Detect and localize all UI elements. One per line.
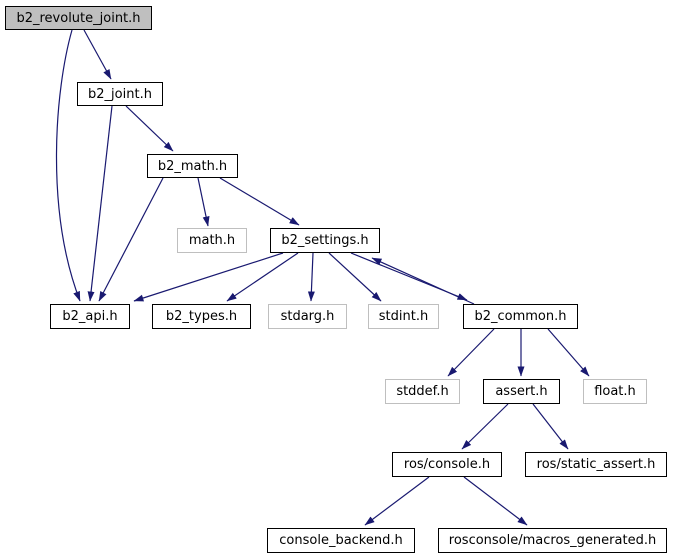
node-ros-console-h[interactable]: ros/console.h — [392, 452, 502, 477]
node-math-h: math.h — [177, 228, 247, 253]
edge-b2_revolute_joint-to-b2_joint — [83, 29, 112, 80]
edge-ros_console-to-console_backend — [364, 476, 430, 526]
node-stdarg-h: stdarg.h — [268, 304, 347, 329]
node-stdint-h: stdint.h — [368, 304, 439, 329]
node-b2-common-h[interactable]: b2_common.h — [463, 304, 578, 329]
edge-b2_revolute_joint-to-b2_api — [55, 29, 81, 302]
edge-ros_console-to-rosconsole_macros — [463, 476, 528, 526]
node-ros-static-assert-h[interactable]: ros/static_assert.h — [525, 452, 667, 477]
edge-assert-to-ros_console — [461, 403, 509, 450]
node-b2-revolute-joint-h: b2_revolute_joint.h — [5, 6, 152, 30]
edge-b2_common-to-float — [547, 328, 590, 377]
node-b2-joint-h[interactable]: b2_joint.h — [77, 82, 163, 106]
node-b2-api-h[interactable]: b2_api.h — [50, 304, 130, 329]
edge-b2_joint-to-b2_math — [125, 105, 174, 152]
edge-b2_math-to-b2_api — [98, 177, 164, 302]
node-rosconsole-macros-generated-h[interactable]: rosconsole/macros_generated.h — [438, 528, 667, 553]
edge-b2_math-to-b2_settings — [219, 177, 300, 226]
edge-b2_settings-to-stdarg — [307, 252, 315, 302]
node-b2-types-h[interactable]: b2_types.h — [152, 304, 251, 329]
edge-b2_joint-to-b2_api — [87, 105, 113, 302]
node-console-backend-h[interactable]: console_backend.h — [267, 528, 415, 553]
edge-b2_common-to-b2_settings — [371, 257, 475, 305]
node-b2-math-h[interactable]: b2_math.h — [147, 154, 238, 178]
edge-b2_settings-to-stdint — [328, 252, 382, 302]
node-b2-settings-h[interactable]: b2_settings.h — [270, 228, 380, 253]
node-stddef-h: stddef.h — [385, 379, 460, 404]
node-assert-h[interactable]: assert.h — [483, 379, 560, 404]
node-float-h: float.h — [583, 379, 647, 404]
edge-b2_math-to-math — [197, 177, 210, 227]
edge-b2_settings-to-b2_types — [226, 252, 299, 302]
edge-b2_common-to-stddef — [447, 328, 495, 377]
edge-b2_settings-to-b2_api — [133, 252, 284, 302]
edge-assert-to-ros_static_assert — [532, 403, 569, 450]
